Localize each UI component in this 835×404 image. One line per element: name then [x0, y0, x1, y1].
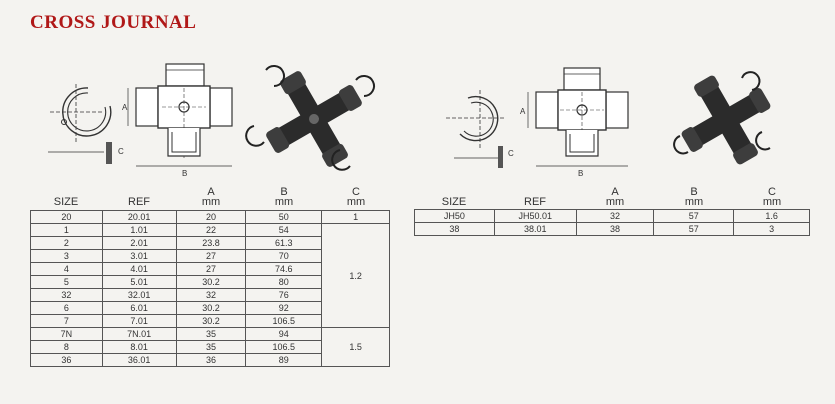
cross-journal-drawing-right: A B	[520, 67, 629, 178]
table-row: 6 6.01 30.2 92	[30, 301, 390, 315]
c-group-cell: 1	[321, 210, 390, 224]
snap-ring-diagram-right: C	[446, 90, 514, 168]
dim-label-a: A	[122, 103, 128, 112]
dim-label-c: C	[118, 147, 124, 156]
spec-table-right: JH50 JH50.01 32 57 1.6 38 38.01 38 57 3	[414, 209, 810, 236]
dim-label-b: B	[182, 169, 187, 178]
cross-journal-drawing-left: A B	[122, 63, 233, 178]
dim-label-a-right: A	[520, 107, 526, 116]
c-group-cell: 1.2	[321, 223, 390, 328]
table-row: 7N 7N.01 35 94 1.5	[30, 327, 390, 367]
dim-label-c-right: C	[508, 149, 514, 158]
table-row: 8 8.01 35 106.5	[30, 340, 390, 354]
table-row: JH50 JH50.01 32 57 1.6	[414, 209, 810, 223]
table-row: 20 20.01 20 50 1	[30, 210, 390, 224]
table-row: 36 36.01 36 89	[30, 353, 390, 367]
col-header-ref: REF	[128, 196, 150, 208]
snap-ring-diagram-left: C	[48, 84, 124, 164]
spec-table-left: 20 20.01 20 50 1 1 1.01 22 54 1.2 2 2.01…	[30, 210, 390, 367]
cross-journal-photo-left	[245, 65, 375, 171]
cross-journal-photo-right	[673, 71, 771, 165]
c-group-cell: 1.5	[321, 327, 390, 367]
table-row: 38 38.01 38 57 3	[414, 222, 810, 236]
table-row: 3 3.01 27 70	[30, 249, 390, 263]
dim-label-b-right: B	[578, 169, 583, 178]
page-title: CROSS JOURNAL	[30, 12, 197, 33]
col-header-size-right: SIZE	[441, 196, 467, 208]
col-header-ref-right: REF	[524, 196, 546, 208]
table-row: 5 5.01 30.2 80	[30, 275, 390, 289]
table-row: 1 1.01 22 54 1.2	[30, 223, 390, 328]
col-header-size: SIZE	[53, 196, 79, 208]
